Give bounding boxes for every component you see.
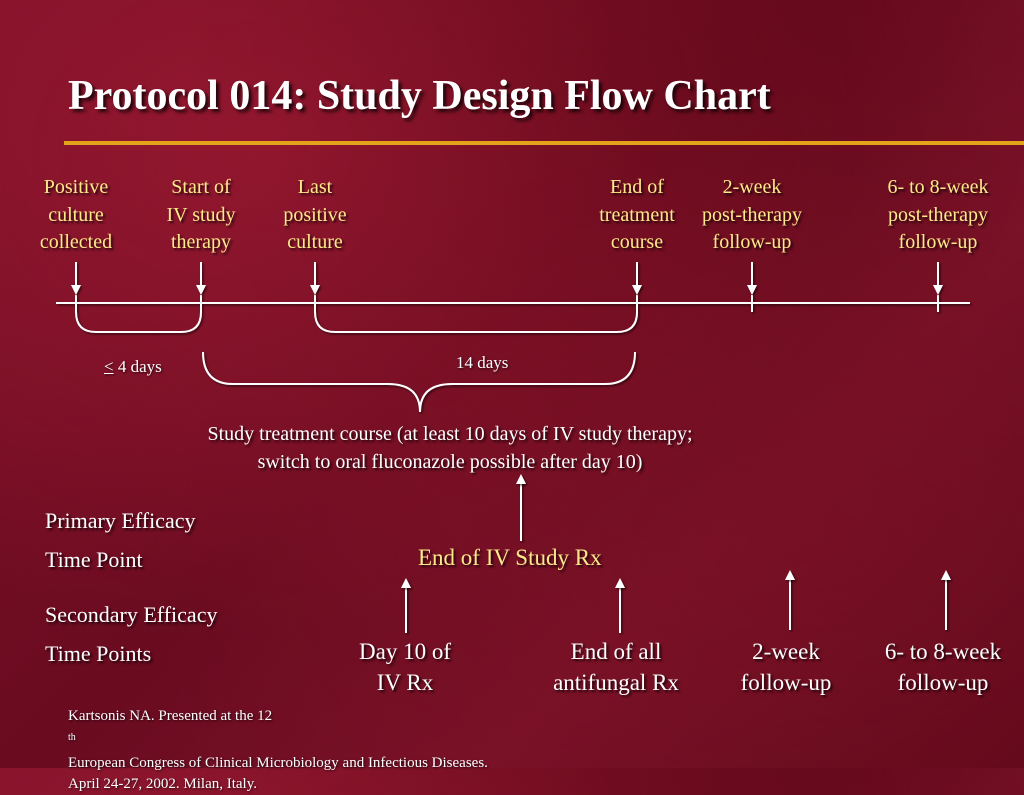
arrowhead-last-positive <box>310 285 320 295</box>
arrowhead-start-iv <box>196 285 206 295</box>
arrowhead-course-to-primary <box>516 474 526 484</box>
duration-treatment: 14 days <box>456 353 509 372</box>
brace-pre-treatment <box>75 311 202 333</box>
arrowhead-2-week-post <box>747 285 757 295</box>
primary-time-point-label: Time Point <box>45 547 143 572</box>
brace-study-course <box>202 351 636 413</box>
arrowhead-positive-culture <box>71 285 81 295</box>
arrowhead-end-treatment <box>632 285 642 295</box>
page-title: Protocol 014: Study Design Flow Chart <box>68 73 771 119</box>
study-course-description: Study treatment course (at least 10 days… <box>207 423 693 473</box>
duration-pre-treatment: < 4 days <box>104 357 162 376</box>
timeline-diagram <box>56 262 970 633</box>
timeline-ticks <box>75 295 939 312</box>
secondary-time-points-label: Time Points <box>45 641 152 666</box>
secondary-efficacy-label: Secondary Efficacy <box>45 602 218 627</box>
event-arrows <box>75 262 939 287</box>
primary-efficacy-label: Primary Efficacy <box>45 508 196 533</box>
brace-treatment-14-days <box>314 311 638 333</box>
arrowhead-6-8-week <box>941 570 951 580</box>
arrowhead-2-week <box>785 570 795 580</box>
primary-time-point-value: End of IV Study Rx <box>418 545 602 570</box>
arrowhead-6-8-week-post <box>933 285 943 295</box>
arrowhead-day-10 <box>401 578 411 588</box>
title-underline <box>64 141 1024 145</box>
arrowhead-end-antifungal <box>615 578 625 588</box>
